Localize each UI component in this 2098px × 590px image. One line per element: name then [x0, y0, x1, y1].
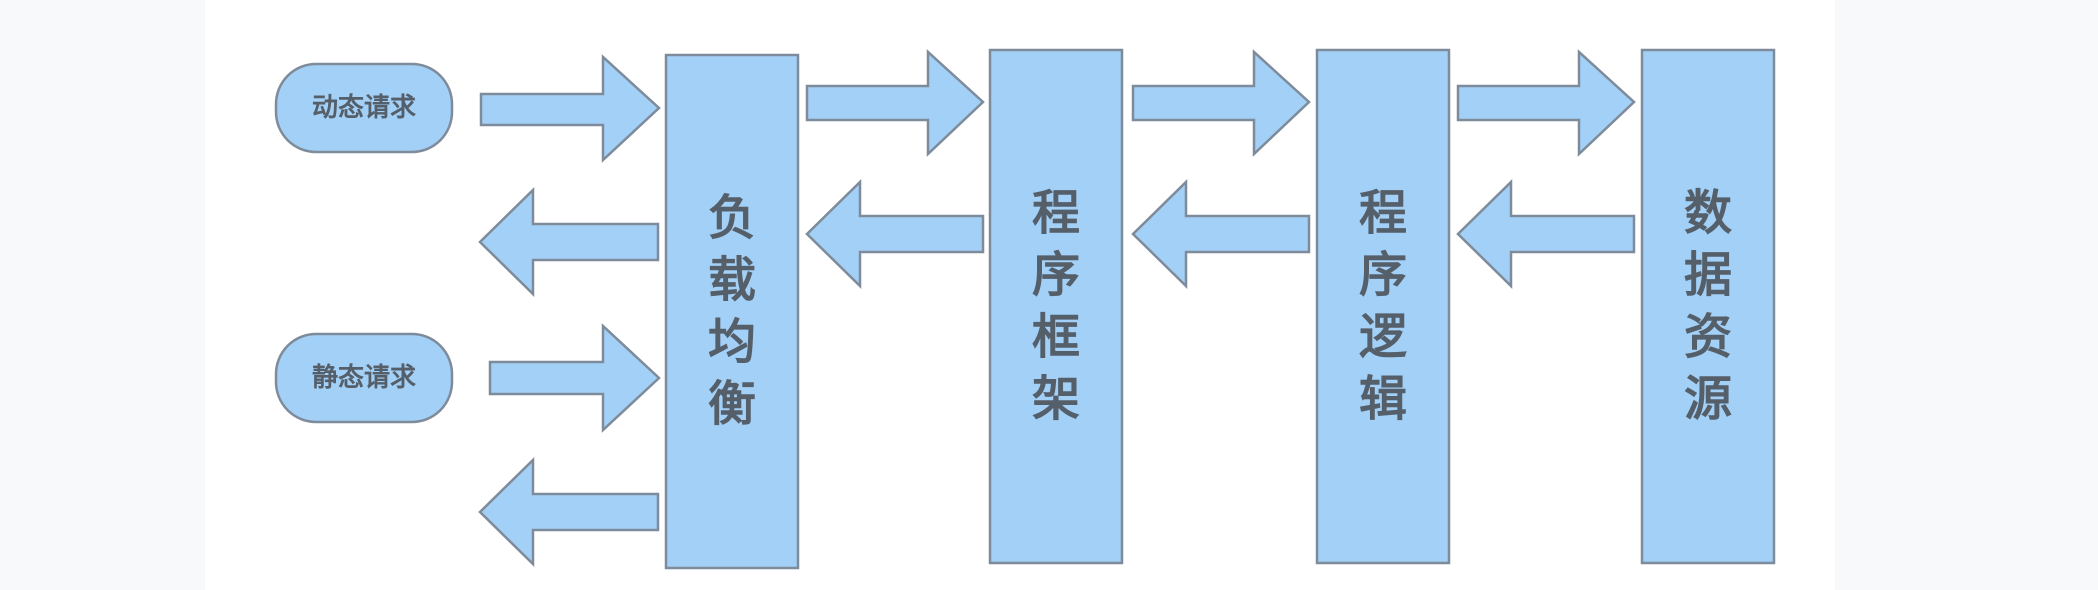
arrow-static-to-lb [488, 323, 661, 433]
stage-framework-label: 程序框架 [1032, 185, 1080, 427]
stage-framework: 程序框架 [988, 48, 1124, 565]
stage-data: 数据资源 [1640, 48, 1776, 565]
input-static-label: 静态请求 [312, 362, 416, 393]
arrow-lb-out-static [478, 457, 660, 567]
input-dynamic-request: 动态请求 [274, 62, 454, 154]
stage-data-label: 数据资源 [1684, 185, 1732, 427]
arrow-lb-out-dynamic [478, 187, 660, 297]
input-static-request: 静态请求 [274, 332, 454, 424]
arrow-framework-to-logic [1131, 49, 1311, 157]
input-dynamic-label: 动态请求 [312, 92, 416, 123]
stage-load-balancer-label: 负载均衡 [708, 190, 756, 432]
arrow-lb-to-framework [805, 49, 985, 157]
arrow-dynamic-to-lb [479, 54, 661, 163]
arrow-data-to-logic [1456, 179, 1636, 289]
arrow-logic-to-data [1456, 49, 1636, 157]
arrow-logic-to-framework [1131, 179, 1311, 289]
stage-logic-label: 程序逻辑 [1359, 185, 1407, 427]
arrow-framework-to-lb [805, 179, 985, 289]
stage-logic: 程序逻辑 [1315, 48, 1451, 565]
stage-load-balancer: 负载均衡 [664, 53, 800, 570]
